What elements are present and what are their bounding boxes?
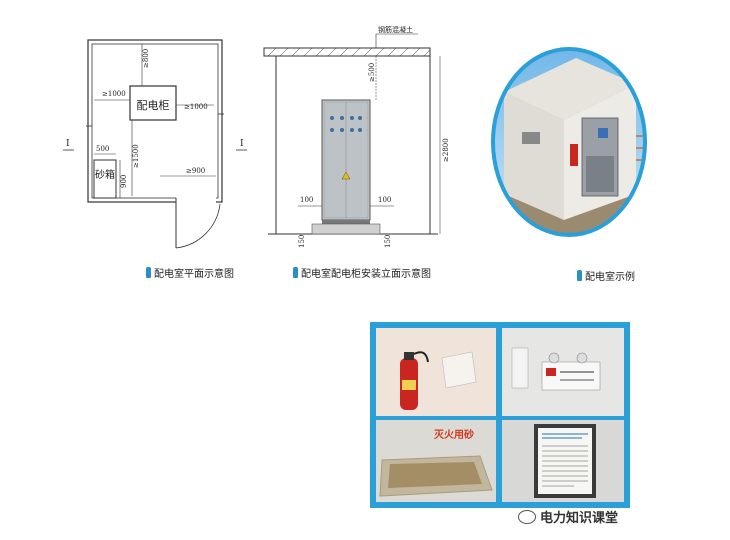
photo-fire-extinguisher	[376, 328, 496, 416]
photo-grid: 灭火用砂	[370, 322, 630, 508]
wechat-icon	[518, 509, 536, 524]
dim-box-w-label: 500	[96, 145, 109, 153]
watermark-text: 电力知识课堂	[540, 511, 619, 526]
example-photo-caption-text: 配电室示例	[585, 272, 635, 283]
dim-top-label: ≥800	[142, 49, 150, 68]
sand-box-label: 砂箱	[95, 168, 115, 181]
photo-light-switch	[502, 328, 624, 416]
elevation-caption-text: 配电室配电柜安装立面示意图	[301, 269, 431, 280]
example-photo-caption: 配电室示例	[577, 268, 635, 283]
bullet-icon	[577, 270, 582, 281]
floor-plan-caption: 配电室平面示意图	[146, 265, 234, 280]
dim-front-label: ≥1500	[132, 144, 140, 168]
dim-top-clearance: ≥500	[368, 63, 376, 82]
section-mark-right: I	[240, 139, 244, 149]
photo-notice-board	[502, 420, 624, 502]
ceiling-label: 钢筋混凝土	[378, 25, 413, 34]
bullet-icon	[146, 267, 151, 278]
elevation-diagram: 钢筋混凝土 ≥500 ≥2800 100 100 150 150	[263, 25, 450, 248]
dim-left-100: 100	[300, 196, 313, 204]
elevation-caption: 配电室配电柜安装立面示意图	[293, 265, 431, 280]
dim-height-label: ≥2800	[442, 138, 450, 162]
photo-sand-box: 灭火用砂	[376, 420, 496, 502]
example-photo	[491, 47, 647, 237]
section-mark-left: I	[66, 139, 70, 149]
cabinet-label: 配电柜	[137, 99, 170, 112]
floor-plan-diagram: 配电柜 砂箱 I I ≥800 ≥1000 ≥1000 ≥1500 ≥900 5…	[63, 39, 247, 249]
sand-label: 灭火用砂	[434, 430, 474, 441]
floor-plan-caption-text: 配电室平面示意图	[154, 269, 234, 280]
dim-left-label: ≥1000	[102, 90, 126, 98]
dim-right-label: ≥1000	[184, 103, 208, 111]
dim-door-label: ≥900	[186, 167, 205, 175]
dim-right-100: 100	[378, 196, 391, 204]
dim-box-h-label: 900	[120, 175, 128, 188]
watermark: 电力知识课堂	[518, 507, 618, 526]
dim-left-150: 150	[298, 235, 306, 248]
dim-right-150: 150	[384, 235, 392, 248]
bullet-icon	[293, 267, 298, 278]
